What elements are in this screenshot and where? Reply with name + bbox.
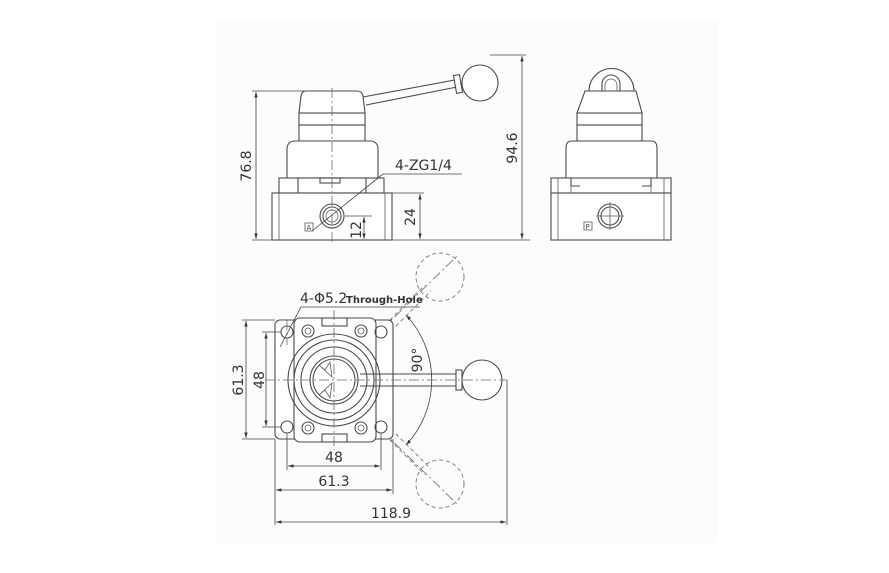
front-view: A 4-ZG1/4 76.8 12 24 94.6 xyxy=(239,54,530,243)
lever-knob xyxy=(461,64,499,102)
dim-mounting-holes: 4-Φ5.2 xyxy=(300,291,347,307)
dim-76-8: 76.8 xyxy=(239,150,255,181)
dim-12: 12 xyxy=(349,221,365,239)
port-label-p: P xyxy=(586,223,590,231)
dim-24: 24 xyxy=(403,208,419,226)
port-label-a: A xyxy=(307,224,312,232)
dim-mounting-holes-note: Through-Hole xyxy=(346,295,423,306)
dim-rotation-angle: 90° xyxy=(410,348,426,373)
top-view: 90° 4-Φ5.2 Through-Hole 61.3 48 48 61.3 … xyxy=(231,252,508,525)
dim-hole-pitch-vertical: 48 xyxy=(252,371,268,389)
dim-flange-height: 61.3 xyxy=(231,364,247,395)
dim-port-spec: 4-ZG1/4 xyxy=(395,158,452,174)
side-view: P xyxy=(550,67,672,241)
dim-flange-width: 61.3 xyxy=(318,474,349,490)
dim-overall-width: 118.9 xyxy=(371,506,411,522)
dim-94-6: 94.6 xyxy=(505,132,521,163)
dim-hole-pitch-horizontal: 48 xyxy=(325,450,343,466)
